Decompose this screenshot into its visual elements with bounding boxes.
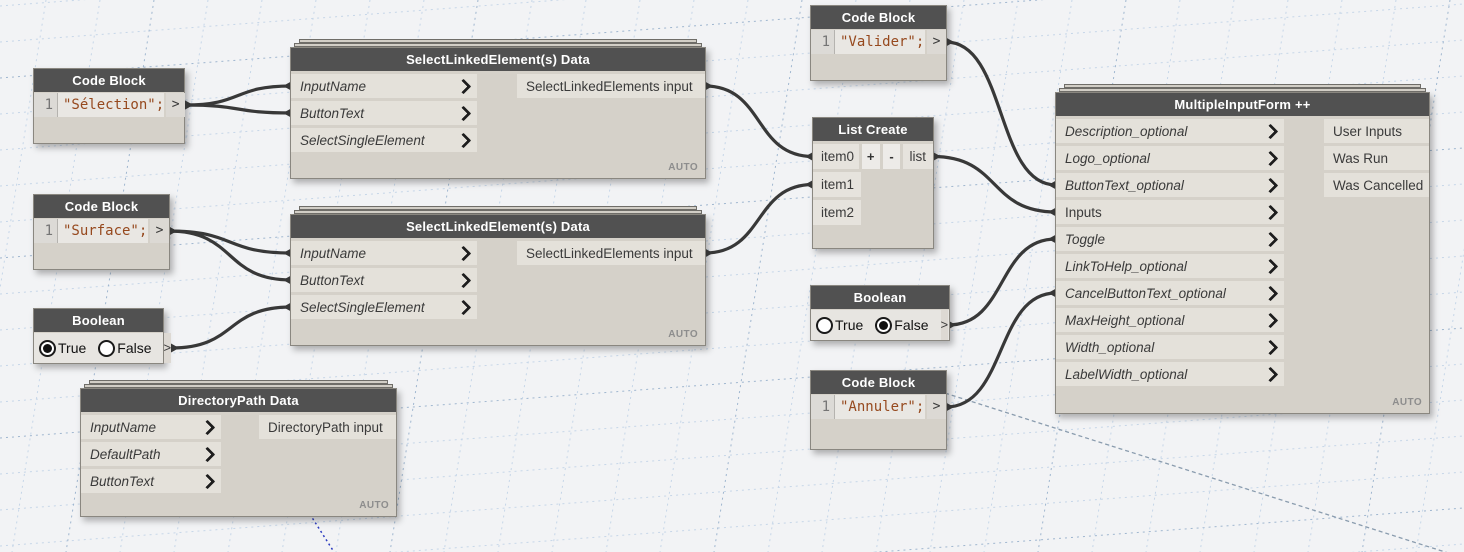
output-port[interactable]: > xyxy=(163,333,172,363)
node-header[interactable]: Boolean xyxy=(811,286,949,309)
chevron-right-icon xyxy=(199,446,216,462)
boolean-node-false[interactable]: Boolean True False > xyxy=(810,285,950,341)
output-port-directorypath-input[interactable]: DirectoryPath input xyxy=(259,415,396,439)
output-port-was-cancelled[interactable]: Was Cancelled xyxy=(1324,173,1429,197)
code-line-number: 1 xyxy=(34,93,58,117)
code-block-node-selection[interactable]: Code Block 1 "Sélection"; > xyxy=(33,68,186,144)
boolean-node-true[interactable]: Boolean True False > xyxy=(33,308,172,364)
input-port-selectsingleelement[interactable]: SelectSingleElement xyxy=(291,128,477,152)
output-port-list[interactable]: list xyxy=(903,144,933,169)
code-block-node-valider[interactable]: Code Block 1 "Valider"; > xyxy=(810,5,947,81)
input-port-inputname[interactable]: InputName xyxy=(291,241,477,265)
input-port-buttontext[interactable]: ButtonText xyxy=(291,101,477,125)
radio-true-selected-icon[interactable] xyxy=(39,339,56,357)
node-header[interactable]: Code Block xyxy=(34,69,184,92)
chevron-right-icon xyxy=(1262,231,1279,247)
input-port-width-optional[interactable]: Width_optional xyxy=(1056,335,1284,359)
input-port-buttontext[interactable]: ButtonText xyxy=(291,268,477,292)
chevron-right-icon xyxy=(1262,258,1279,274)
chevron-right-icon xyxy=(455,105,472,121)
output-port[interactable]: > xyxy=(927,30,946,54)
input-port-maxheight-optional[interactable]: MaxHeight_optional xyxy=(1056,308,1284,332)
input-port-linktohelp-optional[interactable]: LinkToHelp_optional xyxy=(1056,254,1284,278)
lacing-badge: AUTO xyxy=(359,500,389,511)
output-port[interactable]: > xyxy=(940,310,949,340)
code-line-number: 1 xyxy=(811,395,835,419)
output-port-user-inputs[interactable]: User Inputs xyxy=(1324,119,1429,143)
node-header[interactable]: Code Block xyxy=(34,195,169,218)
node-header[interactable]: Code Block xyxy=(811,6,946,29)
radio-true-icon[interactable] xyxy=(816,316,833,334)
input-port-item0[interactable]: item0 xyxy=(813,144,859,169)
radio-false-icon[interactable] xyxy=(98,339,116,357)
node-header[interactable]: MultipleInputForm ++ xyxy=(1056,93,1429,116)
input-port-inputname[interactable]: InputName xyxy=(291,74,477,98)
chevron-right-icon xyxy=(455,299,472,315)
chevron-right-icon xyxy=(455,272,472,288)
selectlinkedelements-data-node-1[interactable]: SelectLinkedElement(s) Data InputName Bu… xyxy=(290,39,706,179)
chevron-right-icon xyxy=(1262,339,1279,355)
lacing-badge: AUTO xyxy=(1392,397,1422,408)
input-port-cancelbuttontext-optional[interactable]: CancelButtonText_optional xyxy=(1056,281,1284,305)
chevron-right-icon xyxy=(199,419,216,435)
radio-false-label[interactable]: False xyxy=(117,340,152,356)
input-port-item1[interactable]: item1 xyxy=(813,172,861,197)
chevron-right-icon xyxy=(1262,177,1279,193)
directorypath-data-node[interactable]: DirectoryPath Data InputName DefaultPath… xyxy=(80,380,397,517)
code-text[interactable]: "Annuler"; xyxy=(835,395,925,419)
output-port-selectlinkedelements-input[interactable]: SelectLinkedElements input xyxy=(517,74,705,98)
chevron-right-icon xyxy=(455,245,472,261)
lacing-badge: AUTO xyxy=(668,329,698,340)
node-header[interactable]: SelectLinkedElement(s) Data xyxy=(291,215,705,238)
multipleinputform-node[interactable]: MultipleInputForm ++ Description_optiona… xyxy=(1055,84,1430,414)
node-header[interactable]: DirectoryPath Data xyxy=(81,389,396,412)
selectlinkedelements-data-node-2[interactable]: SelectLinkedElement(s) Data InputName Bu… xyxy=(290,206,706,346)
radio-true-label[interactable]: True xyxy=(835,317,864,333)
input-port-toggle[interactable]: Toggle xyxy=(1056,227,1284,251)
input-port-inputname[interactable]: InputName xyxy=(81,415,221,439)
input-port-buttontext-optional[interactable]: ButtonText_optional xyxy=(1056,173,1284,197)
input-port-item2[interactable]: item2 xyxy=(813,200,861,225)
code-line-number: 1 xyxy=(811,30,835,54)
radio-true-label[interactable]: True xyxy=(58,340,87,356)
node-header[interactable]: Code Block xyxy=(811,371,946,394)
output-port-selectlinkedelements-input[interactable]: SelectLinkedElements input xyxy=(517,241,705,265)
chevron-right-icon xyxy=(1262,285,1279,301)
radio-false-selected-icon[interactable] xyxy=(875,316,893,334)
output-port[interactable]: > xyxy=(150,219,169,243)
code-text[interactable]: "Sélection"; xyxy=(58,93,165,117)
input-port-description-optional[interactable]: Description_optional xyxy=(1056,119,1284,143)
add-input-button[interactable]: + xyxy=(861,144,880,169)
chevron-right-icon xyxy=(1262,312,1279,328)
code-line-number: 1 xyxy=(34,219,58,243)
input-port-selectsingleelement[interactable]: SelectSingleElement xyxy=(291,295,477,319)
input-port-buttontext[interactable]: ButtonText xyxy=(81,469,221,493)
radio-false-label[interactable]: False xyxy=(894,317,929,333)
input-port-logo-optional[interactable]: Logo_optional xyxy=(1056,146,1284,170)
chevron-right-icon xyxy=(1262,150,1279,166)
output-port[interactable]: > xyxy=(927,395,946,419)
remove-input-button[interactable]: - xyxy=(882,144,901,169)
chevron-right-icon xyxy=(1262,366,1279,382)
code-block-node-surface[interactable]: Code Block 1 "Surface"; > xyxy=(33,194,170,270)
input-port-defaultpath[interactable]: DefaultPath xyxy=(81,442,221,466)
node-header[interactable]: Boolean xyxy=(34,309,163,332)
chevron-right-icon xyxy=(199,473,216,489)
list-create-node[interactable]: List Create item0 + - list item1 item2 xyxy=(812,117,934,249)
code-block-node-annuler[interactable]: Code Block 1 "Annuler"; > xyxy=(810,370,947,450)
output-port-was-run[interactable]: Was Run xyxy=(1324,146,1429,170)
input-port-inputs[interactable]: Inputs xyxy=(1056,200,1284,224)
output-port[interactable]: > xyxy=(166,93,186,117)
lacing-badge: AUTO xyxy=(668,162,698,173)
node-header[interactable]: SelectLinkedElement(s) Data xyxy=(291,48,705,71)
code-text[interactable]: "Surface"; xyxy=(58,219,148,243)
chevron-right-icon xyxy=(455,78,472,94)
node-header[interactable]: List Create xyxy=(813,118,933,141)
code-text[interactable]: "Valider"; xyxy=(835,30,925,54)
chevron-right-icon xyxy=(455,132,472,148)
chevron-right-icon xyxy=(1262,204,1279,220)
chevron-right-icon xyxy=(1262,123,1279,139)
input-port-labelwidth-optional[interactable]: LabelWidth_optional xyxy=(1056,362,1284,386)
